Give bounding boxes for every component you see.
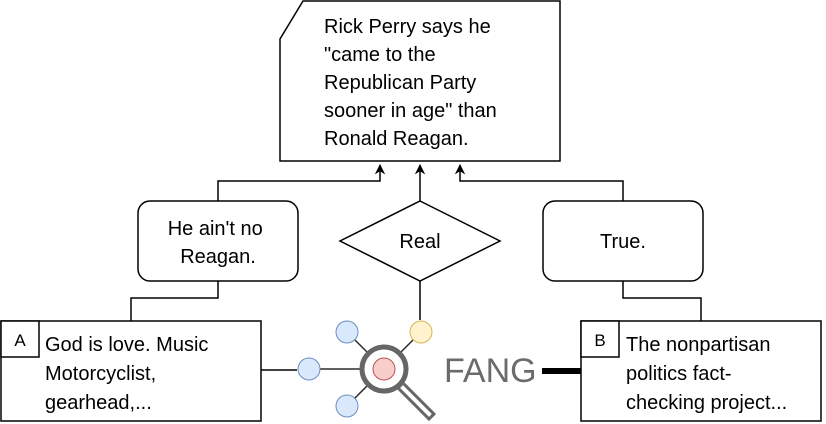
fang-logo-text: FANG [444, 352, 537, 390]
claim-line: Ronald Reagan. [324, 128, 469, 150]
claim-line: "came to the [324, 44, 436, 66]
claim-line: sooner in age" than [324, 100, 497, 122]
source-b-line: The nonpartisan [626, 334, 771, 356]
source-a-tag: A [14, 331, 26, 350]
claim-line: Republican Party [324, 72, 476, 94]
source-b-line: politics fact- [626, 363, 732, 385]
left-response-text: He ain't no Reagan. [168, 218, 269, 268]
source-a-text: God is love. Music Motorcyclist, gearhea… [45, 334, 214, 414]
right-response-label: True. [600, 231, 646, 253]
verdict-label: Real [399, 231, 440, 253]
claim-line: Rick Perry says he [324, 16, 491, 38]
verdict-diamond: Real [338, 200, 502, 282]
source-b-tag: B [594, 331, 605, 350]
right-response-to-source-b [622, 281, 702, 321]
left-response-box: He ain't no Reagan. [137, 200, 299, 282]
claim-card: Rick Perry says he "came to the Republic… [279, 0, 561, 162]
source-b-text: The nonpartisan politics fact- checking … [626, 334, 787, 414]
fang-logo: FANG [297, 320, 581, 422]
graph-node-icon [297, 357, 321, 381]
claim-connectors [217, 163, 624, 201]
left-response-line: He ain't no [168, 218, 263, 240]
source-a-line: gearhead,... [45, 392, 152, 414]
source-b-box: B The nonpartisan politics fact- checkin… [580, 320, 822, 422]
left-response-arrow [217, 163, 386, 201]
source-b-line: checking project... [626, 392, 787, 414]
source-b-tag-box [580, 320, 620, 358]
graph-node-icon [335, 394, 359, 418]
left-response-to-source-a [130, 281, 219, 321]
claim-text: Rick Perry says he "came to the Republic… [324, 16, 502, 150]
right-response-arrow [454, 163, 624, 201]
source-connectors [130, 281, 702, 371]
left-response-line: Reagan. [180, 246, 256, 268]
graph-node-icon [409, 320, 433, 344]
source-a-tag-box [0, 320, 40, 358]
magnifier-icon [359, 344, 437, 422]
source-a-line: Motorcyclist, [45, 363, 156, 385]
source-a-line: God is love. Music [45, 334, 208, 356]
graph-node-icon [335, 320, 359, 344]
graph-center-node-icon [372, 357, 396, 381]
right-response-box: True. [542, 200, 704, 282]
source-a-box: A God is love. Music Motorcyclist, gearh… [0, 320, 262, 422]
